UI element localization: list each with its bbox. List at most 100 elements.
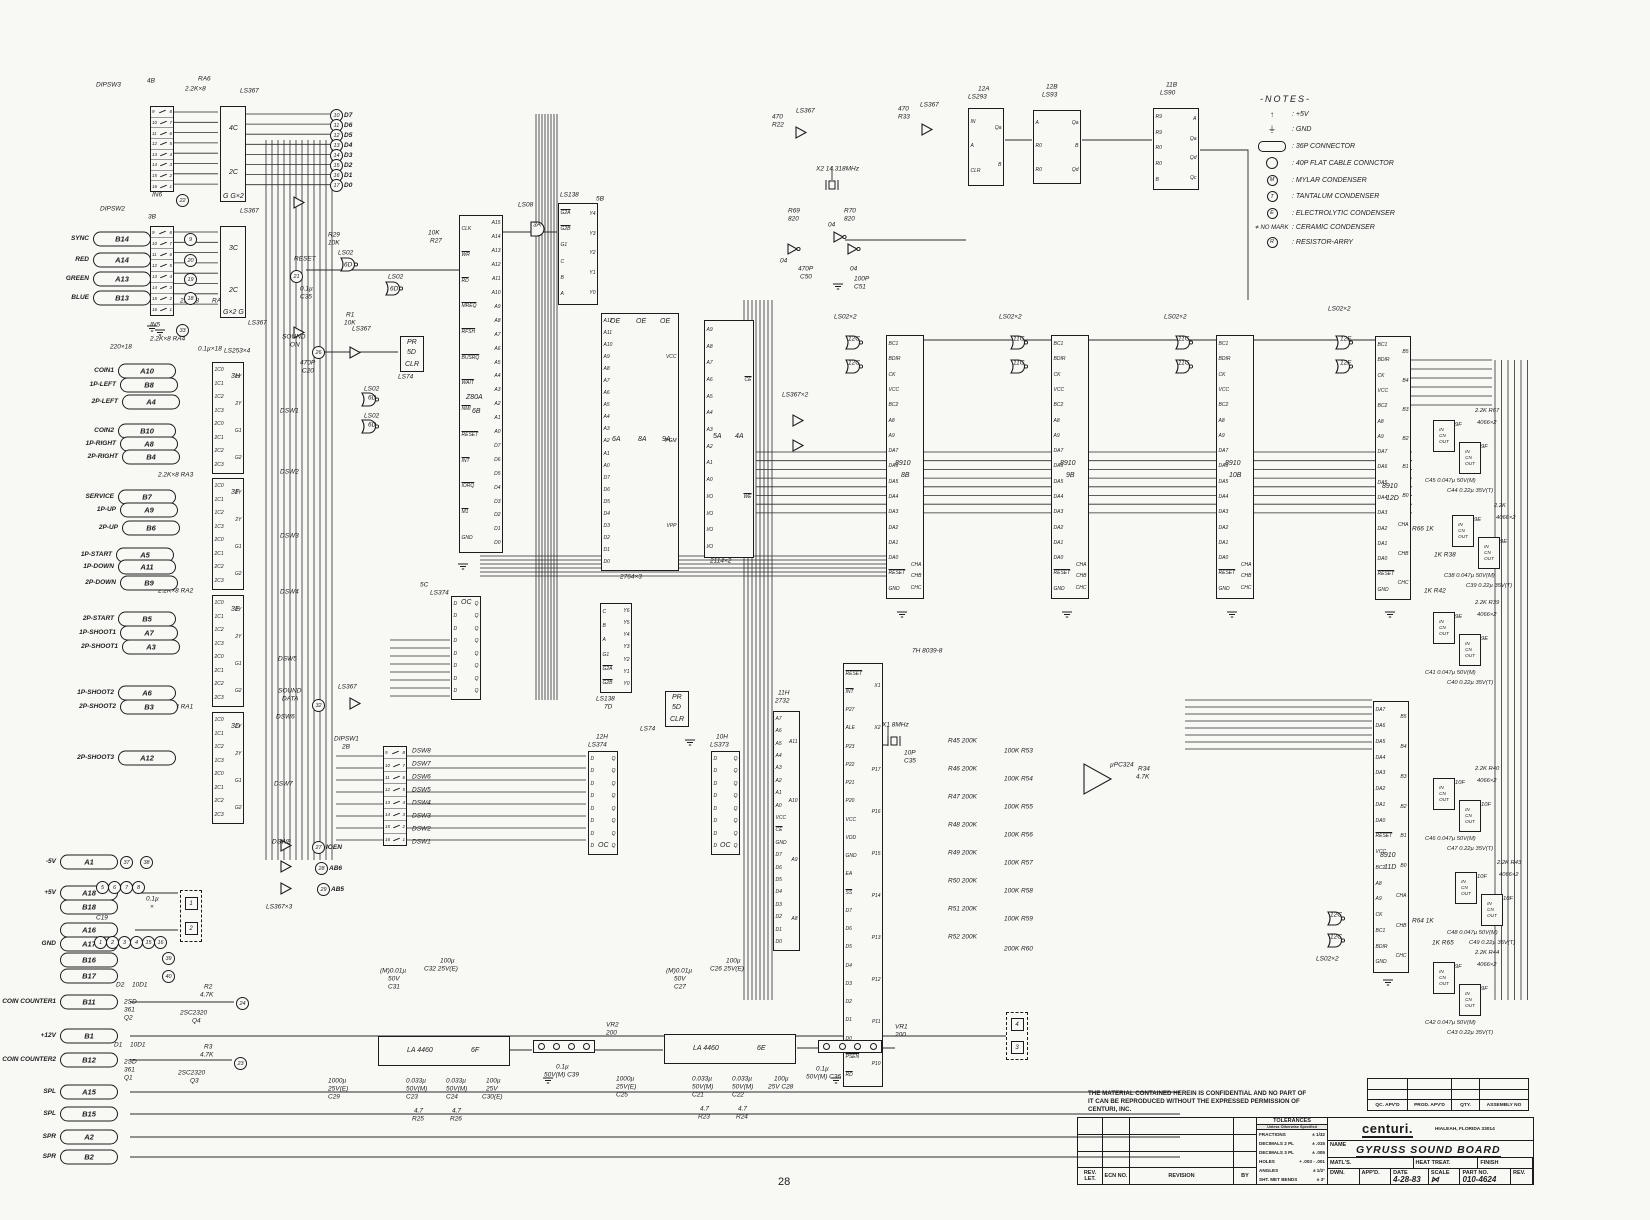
label: R1: [346, 311, 355, 319]
label: R66 1K: [1412, 525, 1434, 533]
approval-cell: [1480, 1079, 1528, 1089]
label: LS293: [968, 93, 987, 101]
ic-pin: D1: [845, 1017, 852, 1024]
label: 4.7K: [200, 1051, 214, 1059]
ic-label: G G×2: [223, 193, 244, 200]
ic-pin: Q: [733, 755, 738, 762]
label: 0.1µ: [556, 1063, 569, 1071]
label: 7H 8039-8: [912, 647, 943, 655]
approval-cell: ASSEMBLY NO: [1480, 1099, 1528, 1110]
label: 4.7: [452, 1107, 462, 1115]
ic-pin: Q: [474, 675, 479, 682]
edge-connector-pin: A6: [118, 685, 176, 701]
ic-pin: DA3: [888, 509, 899, 516]
ic-pin: 1C0: [214, 717, 224, 724]
label: 0.033µ: [446, 1077, 467, 1085]
ic-pin: IN: [970, 118, 976, 125]
ic-pin: G1: [234, 778, 242, 784]
ic-label: 8910: [1225, 460, 1241, 467]
ic-pin: I/O: [706, 493, 714, 500]
ic-label: 10B: [1229, 472, 1242, 479]
ic-pin: D1: [603, 547, 610, 554]
label: DSW8: [412, 747, 431, 755]
ic-pin: A8: [791, 916, 798, 922]
ic-label: 5D: [407, 349, 416, 356]
ic-pin: Q: [474, 625, 479, 632]
edge-connector-pin: B9: [120, 575, 178, 591]
label: LS74: [398, 373, 414, 381]
ic-pin: BDIR: [1218, 356, 1231, 363]
inverter-bubble: [374, 397, 380, 402]
label: LS367: [240, 87, 259, 95]
nor-gate-symbol: [1010, 359, 1026, 374]
ic-pin: CHB: [910, 573, 922, 580]
revision-cell: [1078, 1118, 1103, 1134]
ic-pin: D: [590, 843, 595, 850]
ic-pin: IORQ: [461, 483, 475, 490]
ic-pin: 1C3: [214, 757, 224, 764]
ic-label: 8A: [638, 436, 647, 443]
label: 820: [788, 215, 799, 223]
ic-pin: D: [453, 650, 458, 657]
ic-pin: Q: [474, 688, 479, 695]
ic-pin: D: [590, 830, 595, 837]
label: DSW1: [412, 838, 431, 846]
ic-pin: A5: [603, 402, 610, 409]
connector-label: 1P-RIGHT: [85, 439, 116, 447]
ic-pin: DA1: [1375, 801, 1386, 808]
ic-pin: GND: [845, 853, 857, 860]
connector-label: +12V: [40, 1031, 56, 1039]
label: 11B: [1166, 81, 1178, 89]
ic-pin: I/O: [706, 510, 714, 517]
ic-pin: 2C3: [214, 461, 224, 468]
tolerances-table: TOLERANCES Unless Otherwise Specified FR…: [1257, 1118, 1328, 1184]
pin-circle: 21: [290, 270, 303, 283]
label: LS02×2: [1164, 313, 1187, 321]
ic-pin: BUSRQ: [461, 354, 480, 361]
ic-pin: INT: [461, 457, 470, 464]
revision-cell: [1078, 1151, 1103, 1168]
approval-cell: [1480, 1089, 1528, 1099]
connector-label: GND: [41, 939, 56, 947]
label: 6D: [390, 285, 399, 293]
label: 361: [124, 1066, 135, 1074]
ic-pin: Q: [474, 663, 479, 670]
label: 1K R42: [1424, 587, 1446, 595]
inverter-bubble: [856, 246, 861, 252]
ic-pin: A9: [494, 303, 501, 310]
label: 10D1: [132, 981, 148, 989]
edge-connector-pin: B6: [122, 520, 180, 536]
switch-location: 9F: [1455, 964, 1462, 970]
connector-label: RED: [75, 255, 89, 263]
label: 100µ: [440, 957, 455, 965]
ic-pin: 1C1: [214, 496, 224, 503]
ic-pin: A: [970, 143, 974, 150]
ic-label: 4C: [229, 125, 238, 132]
ic-pin: CE: [744, 377, 752, 383]
edge-connector-pin: B11: [60, 994, 118, 1010]
ic-pin: D: [713, 793, 718, 800]
ic-pin: Y2: [623, 656, 630, 663]
tolerance-row: DECIMALS 3 PL± .005: [1259, 1150, 1325, 1155]
connector-label: GREEN: [65, 274, 89, 282]
label: D1: [114, 1041, 123, 1049]
buf-gate-symbol: [792, 439, 805, 452]
ic-pin: A5: [706, 393, 713, 400]
label: 100K R58: [1004, 887, 1033, 895]
label: ON: [290, 341, 300, 349]
ic-pin: 1C0: [214, 600, 224, 607]
ic-pin: DA7: [1053, 448, 1064, 455]
switch-location: 9E: [1474, 517, 1482, 523]
label: LS02: [388, 273, 404, 281]
inverter-bubble: [1348, 364, 1354, 369]
ic-pin: G2B: [560, 225, 571, 232]
